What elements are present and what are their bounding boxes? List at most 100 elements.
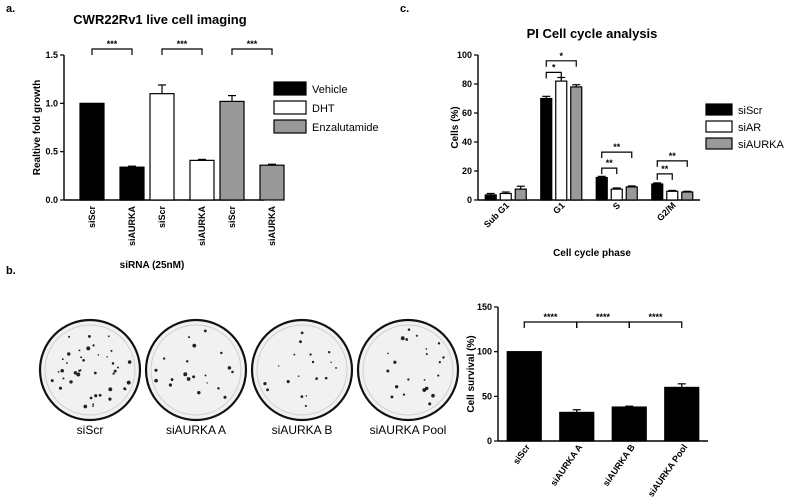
chart-c-x-label: Cell cycle phase: [553, 248, 631, 259]
chart-a-bar: [119, 166, 145, 201]
plate-colony: [124, 388, 127, 391]
chart-a-sig-bracket: [161, 48, 203, 55]
plate-colony: [266, 388, 269, 392]
chart-b-x-tick-label: siAURKA A: [548, 442, 584, 488]
chart-c-sig-bracket: [545, 71, 562, 79]
chart-b-x-tick-label: siAURKA Pool: [646, 442, 690, 498]
chart-a-x-tick-label: siScr: [157, 206, 167, 229]
chart-b-y-tick-label: 100: [477, 347, 492, 357]
chart-b-bar: [559, 411, 595, 442]
chart-a-sig-label: ***: [247, 39, 258, 49]
chart-c-sig-bracket: [601, 151, 633, 159]
plate-rim: [44, 324, 136, 416]
chart-b-sig-bracket: [576, 321, 630, 328]
plate-dish: [250, 318, 354, 422]
plate-dish: [144, 318, 248, 422]
plate-colony: [88, 334, 91, 338]
plate-colony: [126, 380, 131, 385]
chart-c-bar: [514, 188, 527, 201]
plate-colony: [106, 356, 108, 358]
panel-letter-a: a.: [6, 3, 15, 15]
plate-colony: [92, 403, 95, 406]
chart-b-sig-label: ****: [596, 312, 611, 322]
plate-colony: [286, 380, 290, 384]
chart-c-sig-bracket: [601, 167, 618, 175]
plate-colony: [324, 376, 328, 380]
plate-colony: [387, 352, 389, 355]
plate-colony: [170, 378, 174, 381]
plate-colony: [112, 372, 115, 375]
chart-c-sig-bracket: [656, 173, 673, 180]
chart-a-legend-swatch: [273, 100, 307, 115]
chart-c-bar: [555, 80, 568, 201]
plate-colony: [73, 371, 78, 375]
chart-b-bar: [506, 351, 542, 442]
chart-c-x-tick-label: S: [611, 200, 622, 211]
chart-c-sig-bracket: [545, 60, 577, 67]
plate-colony: [62, 377, 65, 380]
chart-a-x-tick-label: siAURKA: [267, 206, 277, 247]
chart-c-bar: [499, 192, 512, 201]
plate-colony: [162, 357, 166, 360]
chart-a-bar: [189, 159, 215, 201]
chart-a-sig-label: ***: [107, 39, 118, 49]
chart-c-y-tick-label: 20: [462, 166, 472, 176]
chart-a-sig-bracket: [231, 48, 273, 55]
chart-c-sig-label: *: [559, 51, 563, 61]
chart-b-x-tick-label: siScr: [511, 442, 532, 466]
chart-c-legend-label: siScr: [738, 105, 763, 117]
plate-colony: [223, 395, 227, 399]
plate-colony: [192, 343, 197, 348]
chart-b-y-tick-label: 0: [487, 436, 492, 446]
chart-c-x-tick-label: Sub G1: [482, 200, 511, 229]
plate-colony: [220, 351, 223, 355]
plate-colony: [110, 349, 113, 352]
plate-colony: [82, 358, 85, 362]
chart-c-x-tick-label: G1: [551, 200, 567, 216]
chart-a-y-tick-label: 0.5: [45, 147, 58, 157]
chart-a-x-tick-label: siAURKA: [127, 206, 137, 247]
plate-colony: [300, 331, 304, 335]
plate-colony: [107, 335, 110, 338]
chart-c-legend-label: siAURKA: [738, 139, 785, 151]
plate-colony: [311, 360, 315, 364]
chart-c-bar: [625, 186, 638, 201]
chart-c-sig-label: *: [552, 62, 556, 72]
plate-colony: [93, 371, 97, 375]
chart-a-y-label: Realtive fold growth: [32, 80, 43, 176]
plate-colony: [58, 386, 63, 390]
chart-c-bar: [595, 176, 608, 201]
plate-colony: [407, 328, 411, 331]
plate-colony: [394, 385, 399, 389]
chart-c-bar: [610, 188, 623, 201]
plate-colony: [108, 397, 112, 401]
plate-colony: [390, 395, 394, 399]
chart-c-bar: [681, 191, 694, 201]
chart-a-legend-swatch: [273, 81, 307, 96]
plate-colony: [431, 393, 435, 398]
plate-label: siAURKA B: [272, 423, 333, 437]
plate-colony: [89, 396, 93, 400]
plate-colony: [405, 338, 409, 341]
plate-colony: [330, 361, 332, 364]
chart-a-legend-label: Vehicle: [312, 84, 347, 96]
plate-colony: [309, 353, 312, 356]
plate-colony: [400, 336, 405, 341]
plate-colony: [423, 379, 426, 381]
chart-c-bar: [540, 97, 553, 201]
chart-a-x-tick-label: siScr: [227, 206, 237, 229]
plate-colony: [442, 356, 445, 359]
plate-colony: [92, 344, 95, 347]
plate-rim: [150, 324, 242, 416]
chart-b-sig-label: ****: [543, 312, 558, 322]
plate-colony: [60, 368, 64, 373]
chart-b-y-tick-label: 150: [477, 302, 492, 312]
chart-c-y-label: Cells (%): [450, 106, 461, 148]
chart-a-bar: [219, 100, 245, 201]
plate-colony: [186, 377, 191, 381]
chart-a: CWR22Rv1 live cell imaging0.00.51.01.5Re…: [32, 12, 379, 271]
chart-a-legend-swatch: [273, 119, 307, 134]
chart-c-y-tick-label: 80: [462, 79, 472, 89]
